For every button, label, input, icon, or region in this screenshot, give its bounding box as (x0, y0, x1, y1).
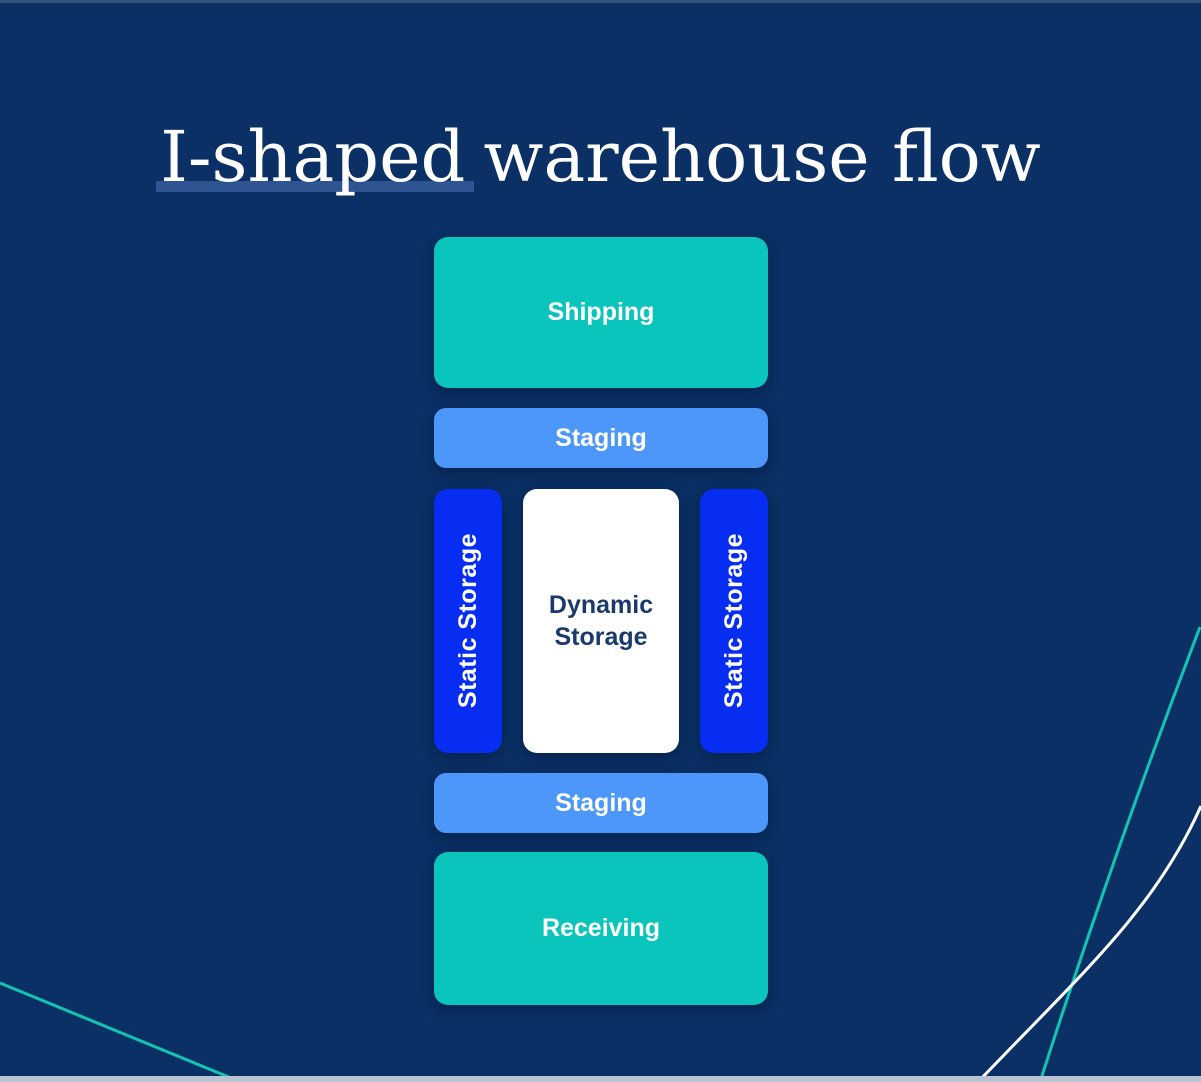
static-storage-right-label: Static Storage (719, 533, 748, 709)
title-underline-bar (156, 180, 475, 192)
bottom-edge-strip (0, 1076, 1201, 1082)
accent-line-white-right (976, 805, 1201, 1082)
staging-top-box: Staging (434, 408, 768, 468)
title-highlighted-word: I-shaped (156, 122, 475, 192)
static-storage-left-box: Static Storage (434, 489, 502, 753)
accent-line-teal-right (1038, 626, 1201, 1082)
dynamic-storage-box: Dynamic Storage (523, 489, 679, 753)
shipping-box: Shipping (434, 237, 768, 388)
title-highlight-text: I-shaped (160, 115, 466, 198)
static-storage-right-box: Static Storage (700, 489, 768, 753)
staging-bottom-label: Staging (555, 788, 647, 817)
shipping-label: Shipping (547, 298, 655, 326)
static-storage-left-label: Static Storage (453, 533, 482, 709)
top-edge-strip (0, 0, 1201, 3)
dynamic-storage-label: Dynamic Storage (548, 591, 654, 651)
staging-bottom-box: Staging (434, 773, 768, 833)
staging-top-label: Staging (555, 423, 647, 452)
receiving-label: Receiving (541, 914, 661, 942)
receiving-box: Receiving (434, 852, 768, 1005)
accent-line-teal-bottom-left (0, 981, 232, 1080)
title-rest-text: warehouse flow (483, 115, 1041, 198)
